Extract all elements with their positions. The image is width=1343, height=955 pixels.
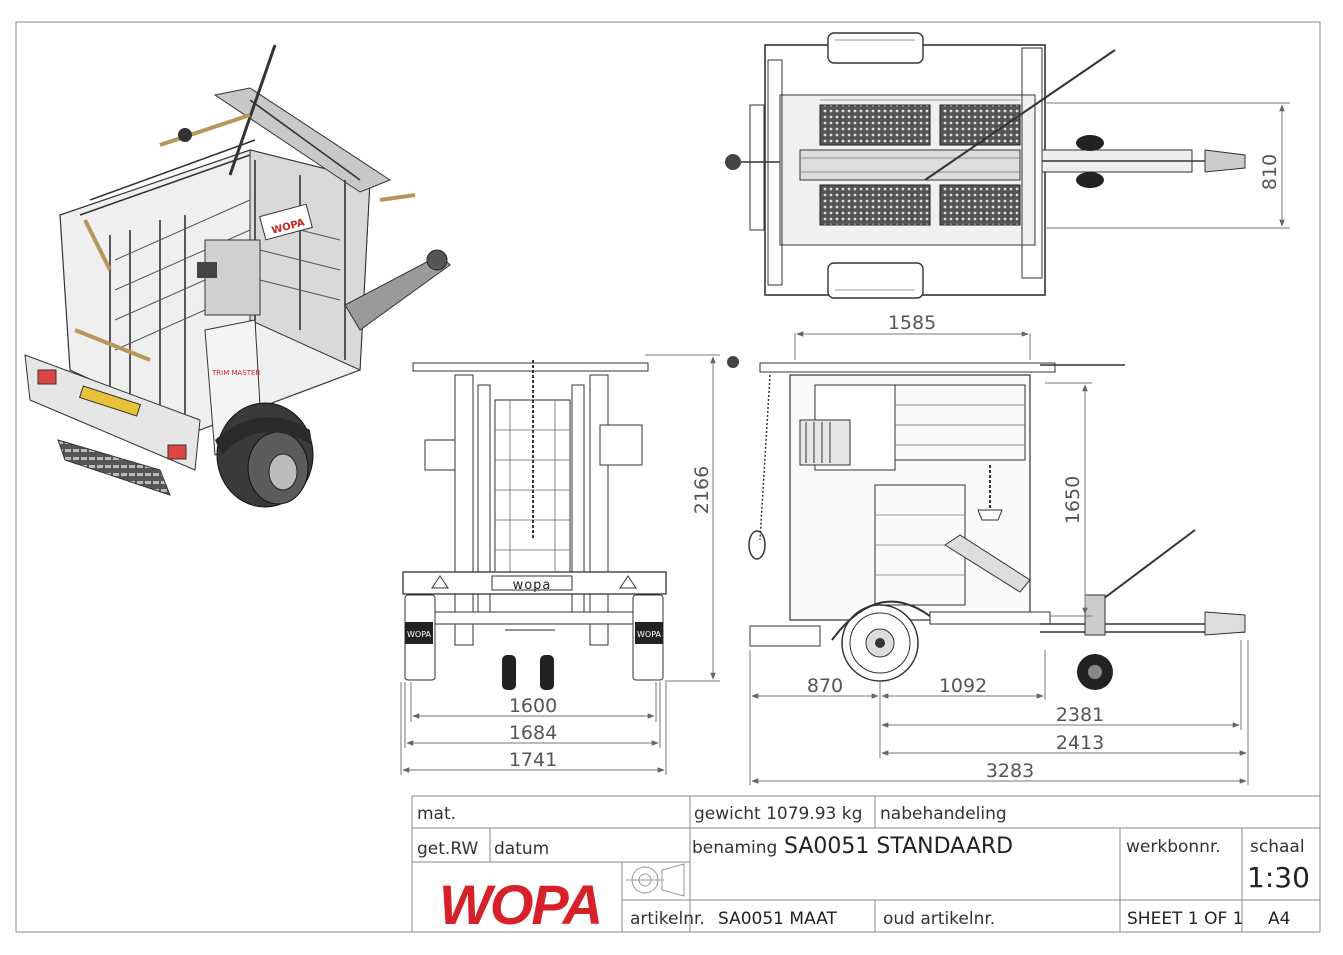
dim-810-label: 810 — [1259, 154, 1281, 190]
artikelnr-label: artikelnr. — [630, 909, 705, 929]
nabehandeling-label: nabehandeling — [880, 804, 1007, 824]
top-view — [725, 32, 1246, 299]
dim-1092-label: 1092 — [939, 675, 987, 697]
dim-1741-label: 1741 — [509, 749, 557, 771]
dim-1684-label: 1684 — [509, 722, 557, 744]
dim-1585-label: 1585 — [888, 312, 936, 334]
oud-artikelnr-label: oud artikelnr. — [883, 909, 995, 929]
front-dimensions: 2166 1600 1684 1741 — [400, 354, 720, 775]
title-block: mat. gewicht 1079.93 kg nabehandeling ge… — [411, 795, 1321, 936]
gewicht-label: gewicht 1079.93 kg — [694, 804, 862, 824]
dim-870-label: 870 — [807, 675, 843, 697]
isometric-view: TRIM MASTER WOPA — [24, 44, 451, 508]
dim-3283-label: 3283 — [986, 760, 1034, 782]
side-view — [727, 356, 1246, 690]
dim-2413-label: 2413 — [1056, 732, 1104, 754]
datum-label: datum — [494, 839, 549, 859]
artikelnr-value: SA0051 MAAT — [718, 909, 837, 929]
sheet-label: SHEET 1 OF 1 — [1127, 909, 1243, 929]
werkbonnr-label: werkbonnr. — [1126, 837, 1221, 857]
svg-text:TRIM MASTER: TRIM MASTER — [211, 369, 260, 377]
projection-symbol-icon — [626, 863, 685, 897]
front-view: wopa WOPA WOPA — [402, 360, 667, 690]
get-label: get.RW — [417, 839, 478, 859]
schaal-label: schaal — [1250, 837, 1305, 857]
dim-1600-label: 1600 — [509, 695, 557, 717]
mudflap-right-label: WOPA — [637, 630, 662, 639]
dim-2381-label: 2381 — [1056, 704, 1104, 726]
benaming-value: SA0051 STANDAARD — [784, 834, 1013, 859]
schaal-value: 1:30 — [1247, 861, 1310, 894]
mat-label: mat. — [417, 804, 456, 824]
benaming-label: benaming — [692, 838, 777, 858]
format-label: A4 — [1268, 909, 1290, 929]
wopa-plate-label: wopa — [513, 578, 552, 593]
wopa-logo: WOPA — [439, 873, 601, 936]
side-dimensions: 1585 1650 870 1092 2381 2413 3283 — [749, 312, 1249, 785]
mudflap-left-label: WOPA — [407, 630, 432, 639]
dim-2166-label: 2166 — [691, 466, 713, 514]
dim-1650-label: 1650 — [1062, 476, 1084, 524]
dim-810: 810 — [1045, 102, 1290, 229]
